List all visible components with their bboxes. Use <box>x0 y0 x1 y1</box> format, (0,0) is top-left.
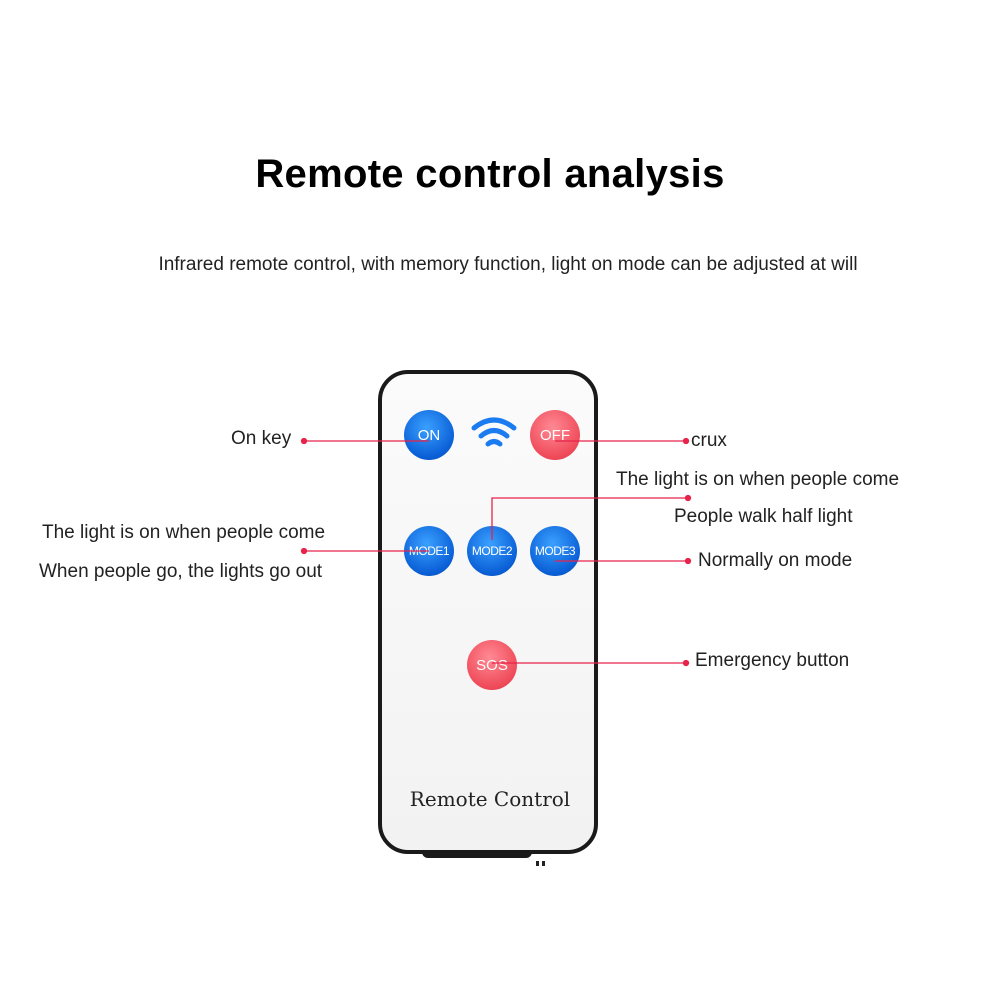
mode1-button[interactable]: MODE1 <box>404 526 454 576</box>
leader-dot-on <box>300 437 308 445</box>
remote-bottom-notch <box>422 851 532 858</box>
off-button[interactable]: OFF <box>530 410 580 460</box>
on-button-label: ON <box>417 426 441 444</box>
page-title: Remote control analysis <box>255 152 725 196</box>
remote-label: Remote Control <box>409 787 571 811</box>
remote-bottom-dots <box>536 853 556 866</box>
off-button-label: OFF <box>540 426 570 444</box>
mode3-button[interactable]: MODE3 <box>530 526 580 576</box>
callout-mode1-line2: When people go, the lights go out <box>39 561 323 582</box>
callout-mode3: Normally on mode <box>698 550 853 571</box>
callout-on-key: On key <box>231 428 292 449</box>
mode2-button-label: MODE2 <box>471 544 513 558</box>
leader-dot-crux <box>682 437 690 445</box>
leader-dot-mode3 <box>684 557 692 565</box>
leader-dot-mode2 <box>684 494 692 502</box>
mode3-button-label: MODE3 <box>534 544 576 558</box>
leader-dot-mode1 <box>300 547 308 555</box>
leader-dot-sos <box>682 659 690 667</box>
callout-mode1-line1: The light is on when people come <box>42 522 326 543</box>
callout-mode2-line2: People walk half light <box>674 506 853 527</box>
sos-button-label: SOS <box>476 656 508 674</box>
on-button[interactable]: ON <box>404 410 454 460</box>
mode1-button-label: MODE1 <box>408 544 450 558</box>
wifi-icon <box>471 417 517 447</box>
sos-button[interactable]: SOS <box>467 640 517 690</box>
callout-crux: crux <box>691 430 727 451</box>
mode2-button[interactable]: MODE2 <box>467 526 517 576</box>
callout-sos: Emergency button <box>695 650 850 671</box>
page-subtitle: Infrared remote control, with memory fun… <box>158 254 858 275</box>
callout-mode2-line1: The light is on when people come <box>616 469 900 490</box>
